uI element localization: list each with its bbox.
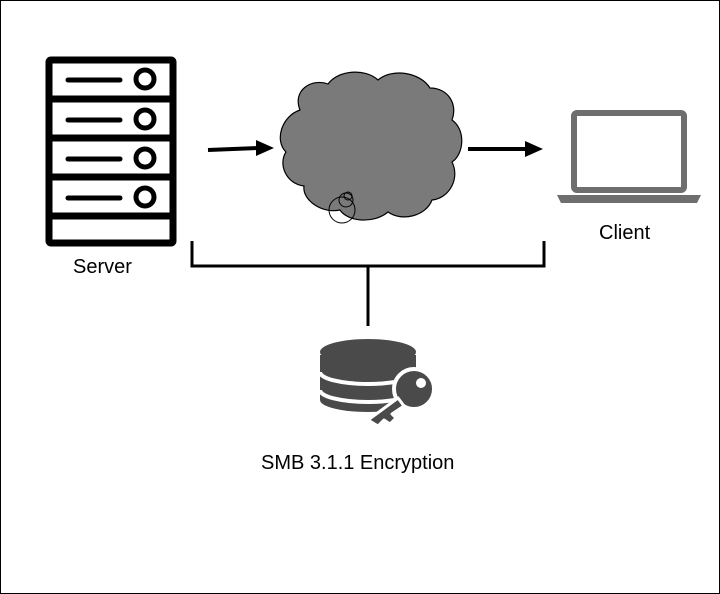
laptop-icon: [557, 110, 701, 203]
server-rack-icon: [45, 56, 177, 247]
arrow-cloud-to-client: [468, 141, 543, 157]
client-label: Client: [599, 222, 651, 244]
cloud-icon: [279, 71, 463, 224]
connection-bracket: [190, 241, 546, 326]
server-label: Server: [73, 256, 132, 278]
arrow-server-to-cloud: [207, 140, 274, 156]
database-key-icon: [318, 339, 436, 428]
encryption-label: SMB 3.1.1 Encryption: [261, 452, 455, 474]
